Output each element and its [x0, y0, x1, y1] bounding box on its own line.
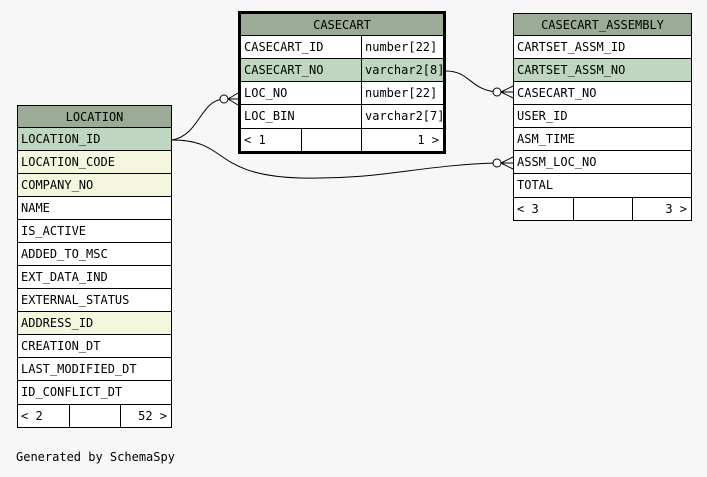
- column-row: LOCATION_CODE: [18, 151, 171, 174]
- parents-count: < 1: [241, 129, 302, 151]
- column-name: CREATION_DT: [18, 335, 171, 357]
- table-casecart-assembly-title: CASECART_ASSEMBLY: [514, 14, 691, 36]
- column-type: number[22]: [362, 36, 443, 58]
- edge-location-casecart-crowfoot: [227, 92, 239, 106]
- edge-casecart-assembly-optional-marker: [492, 87, 502, 97]
- column-row: IS_ACTIVE: [18, 220, 171, 243]
- table-casecart-title: CASECART: [241, 14, 443, 36]
- children-count: 1 >: [417, 133, 439, 147]
- column-row: TOTAL: [514, 174, 691, 197]
- column-name: USER_ID: [514, 105, 691, 127]
- column-row: NAME: [18, 197, 171, 220]
- parents-count: < 3: [514, 198, 574, 220]
- table-casecart-footer: < 1 1 >: [241, 128, 443, 151]
- column-name: ID_CONFLICT_DT: [18, 381, 171, 404]
- column-name: ADDRESS_ID: [18, 312, 171, 334]
- column-row: USER_ID: [514, 105, 691, 128]
- column-row: LAST_MODIFIED_DT: [18, 358, 171, 381]
- table-location-footer: < 2 52 >: [18, 404, 171, 427]
- column-type: varchar2[7]: [362, 105, 443, 128]
- column-name: TOTAL: [514, 174, 691, 197]
- children-count: 52 >: [138, 409, 167, 423]
- column-name: LOC_BIN: [241, 105, 362, 128]
- footer-spacer: [574, 198, 633, 220]
- column-row: ASSM_LOC_NO: [514, 151, 691, 174]
- table-location-title: LOCATION: [18, 106, 171, 128]
- edge-casecart-assembly-crowfoot: [500, 85, 514, 99]
- column-row: ADDED_TO_MSC: [18, 243, 171, 266]
- column-row: ID_CONFLICT_DT: [18, 381, 171, 404]
- column-name: EXTERNAL_STATUS: [18, 289, 171, 311]
- column-row: CARTSET_ASSM_NO: [514, 59, 691, 82]
- column-name: LOC_NO: [241, 82, 362, 104]
- edge-location-assembly-crowfoot: [500, 156, 514, 170]
- column-name: COMPANY_NO: [18, 174, 171, 196]
- column-row: CARTSET_ASSM_ID: [514, 36, 691, 59]
- column-type: number[22]: [362, 82, 443, 104]
- edge-casecart-assembly: [445, 70, 498, 93]
- column-row: ADDRESS_ID: [18, 312, 171, 335]
- column-name: CASECART_ID: [241, 36, 362, 58]
- column-name: CARTSET_ASSM_ID: [514, 36, 691, 58]
- column-name: IS_ACTIVE: [18, 220, 171, 242]
- column-name: CASECART_NO: [514, 82, 691, 104]
- footer-spacer: [302, 129, 362, 151]
- generated-by-caption: Generated by SchemaSpy: [16, 450, 175, 464]
- children-count: 3 >: [665, 202, 687, 216]
- column-name: EXT_DATA_IND: [18, 266, 171, 288]
- column-row: EXT_DATA_IND: [18, 266, 171, 289]
- column-name: LAST_MODIFIED_DT: [18, 358, 171, 380]
- column-name: ADDED_TO_MSC: [18, 243, 171, 265]
- column-row: COMPANY_NO: [18, 174, 171, 197]
- table-casecart-assembly-footer: < 3 3 >: [514, 197, 691, 220]
- footer-spacer: [70, 405, 121, 427]
- column-name: CASECART_NO: [241, 59, 362, 81]
- column-row: ASM_TIME: [514, 128, 691, 151]
- column-row: CASECART_NO: [514, 82, 691, 105]
- edge-location-assembly-optional-marker: [492, 158, 502, 168]
- edge-location-casecart-optional-marker: [219, 94, 229, 104]
- column-name: NAME: [18, 197, 171, 219]
- column-type: varchar2[8]: [362, 59, 443, 81]
- column-row: CREATION_DT: [18, 335, 171, 358]
- column-name: LOCATION_ID: [18, 128, 171, 150]
- column-row: LOCATION_ID: [18, 128, 171, 151]
- column-name: ASM_TIME: [514, 128, 691, 150]
- column-name: LOCATION_CODE: [18, 151, 171, 173]
- column-row: EXTERNAL_STATUS: [18, 289, 171, 312]
- column-name: ASSM_LOC_NO: [514, 151, 691, 173]
- parents-count: < 2: [18, 405, 70, 427]
- column-name: CARTSET_ASSM_NO: [514, 59, 691, 81]
- edge-location-casecart: [171, 98, 225, 141]
